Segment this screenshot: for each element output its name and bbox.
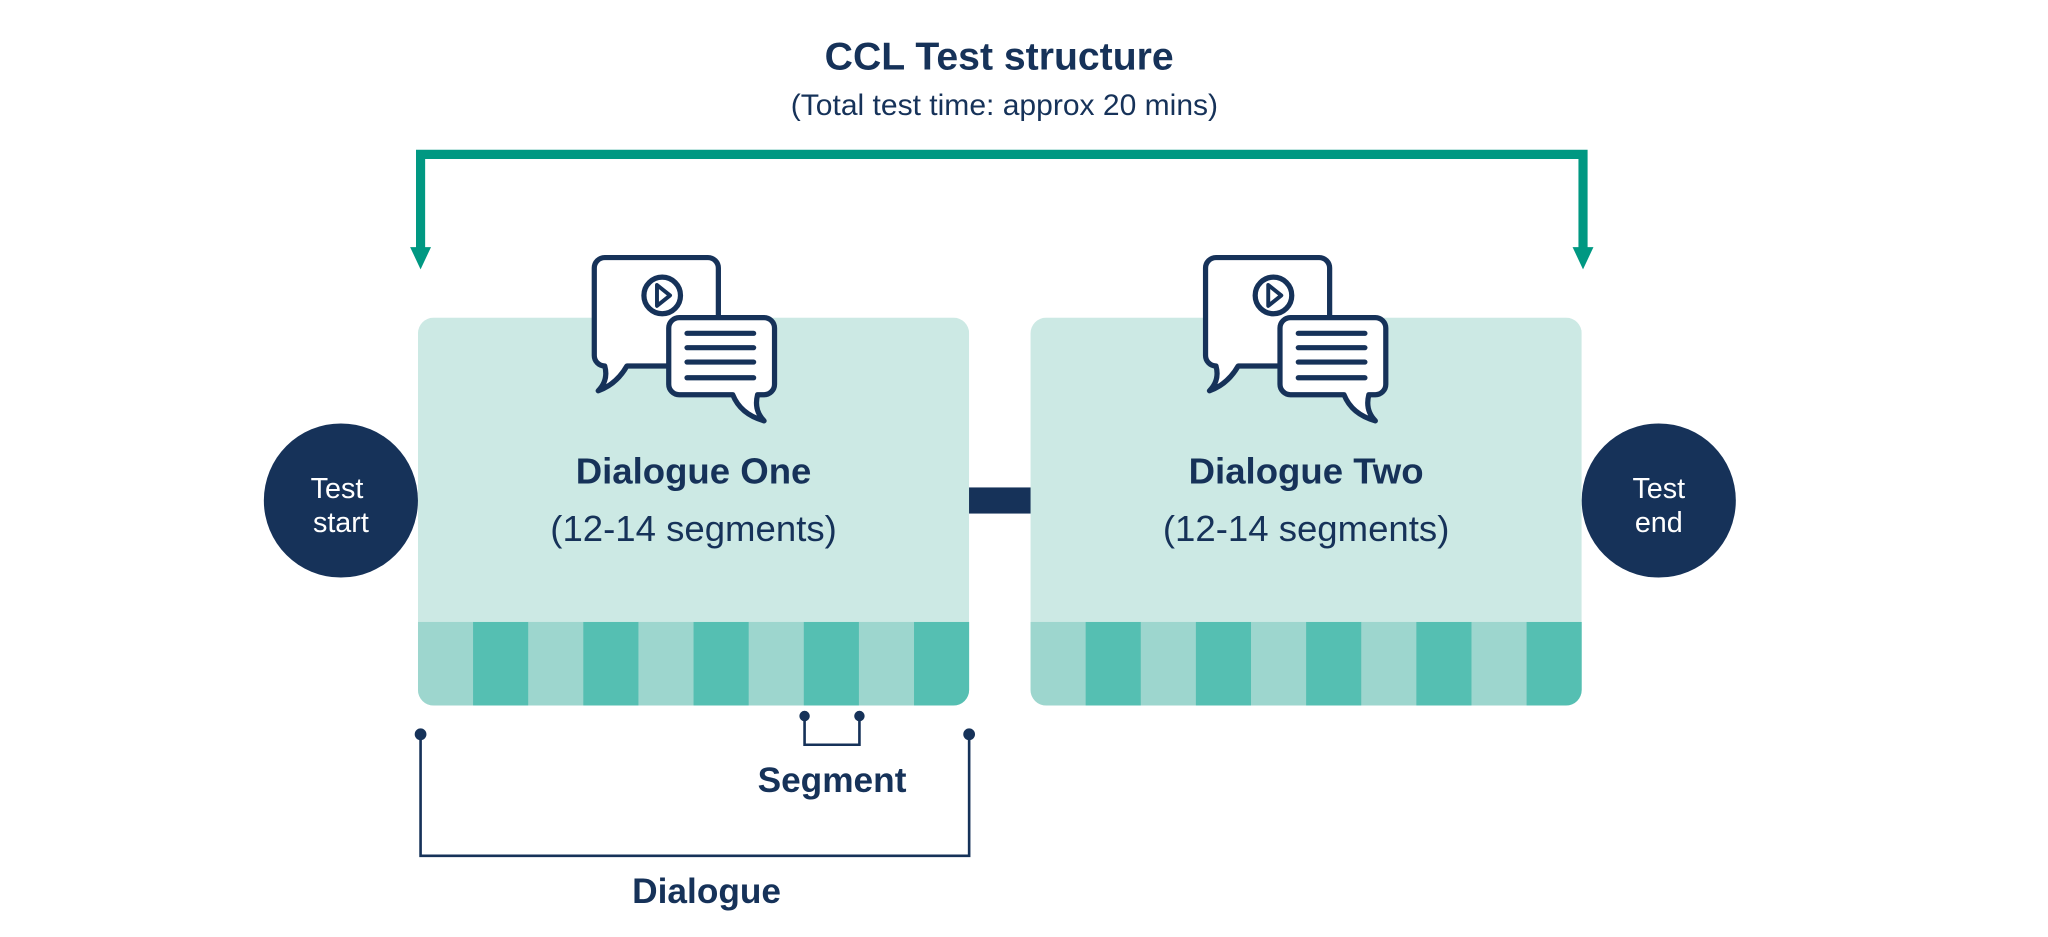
dialogue-two-title: Dialogue Two bbox=[1189, 451, 1424, 492]
dialogue-two-subtitle: (12-14 segments) bbox=[1163, 508, 1450, 549]
dialogue-label: Dialogue bbox=[632, 872, 781, 911]
arrow-down-icon bbox=[1572, 247, 1594, 270]
test-start-line2: start bbox=[313, 507, 369, 539]
total-time-bracket bbox=[410, 149, 1594, 270]
test-start-node: Test start bbox=[263, 423, 418, 578]
dialogue-connector bbox=[966, 487, 1035, 514]
segment-stripe bbox=[1471, 621, 1528, 706]
segment-stripe bbox=[1416, 621, 1473, 706]
test-end-line1: Test bbox=[1632, 473, 1685, 505]
dialogue-one-title: Dialogue One bbox=[576, 451, 812, 492]
segment-stripe bbox=[1361, 621, 1418, 706]
segment-stripe bbox=[417, 621, 474, 706]
test-start-line1: Test bbox=[311, 473, 364, 505]
segment-stripe bbox=[1306, 621, 1362, 706]
segment-stripe bbox=[803, 621, 860, 706]
test-end-line2: end bbox=[1635, 507, 1683, 539]
diagram-title: CCL Test structure bbox=[825, 35, 1174, 78]
dialogue-bracket bbox=[414, 728, 976, 858]
segment-stripe bbox=[914, 621, 970, 706]
test-end-node: Test end bbox=[1581, 423, 1736, 578]
segment-stripe bbox=[693, 621, 750, 706]
segment-stripe bbox=[858, 621, 915, 706]
segment-stripe bbox=[638, 621, 695, 706]
segment-bracket bbox=[799, 710, 865, 747]
segment-stripe bbox=[583, 621, 640, 706]
segment-stripe bbox=[748, 621, 805, 706]
segment-stripe bbox=[1526, 621, 1582, 706]
segment-stripe bbox=[1140, 621, 1197, 706]
dialogue-box-one: Dialogue One (12-14 segments) bbox=[417, 258, 970, 706]
diagram-subtitle: (Total test time: approx 20 mins) bbox=[791, 89, 1218, 122]
dialogue-one-subtitle: (12-14 segments) bbox=[550, 508, 837, 549]
segment-stripe bbox=[1085, 621, 1142, 706]
segment-stripe bbox=[1030, 621, 1087, 706]
segment-stripe bbox=[1251, 621, 1307, 706]
segment-label: Segment bbox=[758, 761, 907, 800]
segment-stripe bbox=[1195, 621, 1252, 706]
segment-stripe bbox=[473, 621, 529, 706]
segment-stripe bbox=[528, 621, 584, 706]
arrow-down-icon bbox=[410, 247, 432, 270]
dialogue-box-two: Dialogue Two (12-14 segments) bbox=[1030, 258, 1582, 706]
